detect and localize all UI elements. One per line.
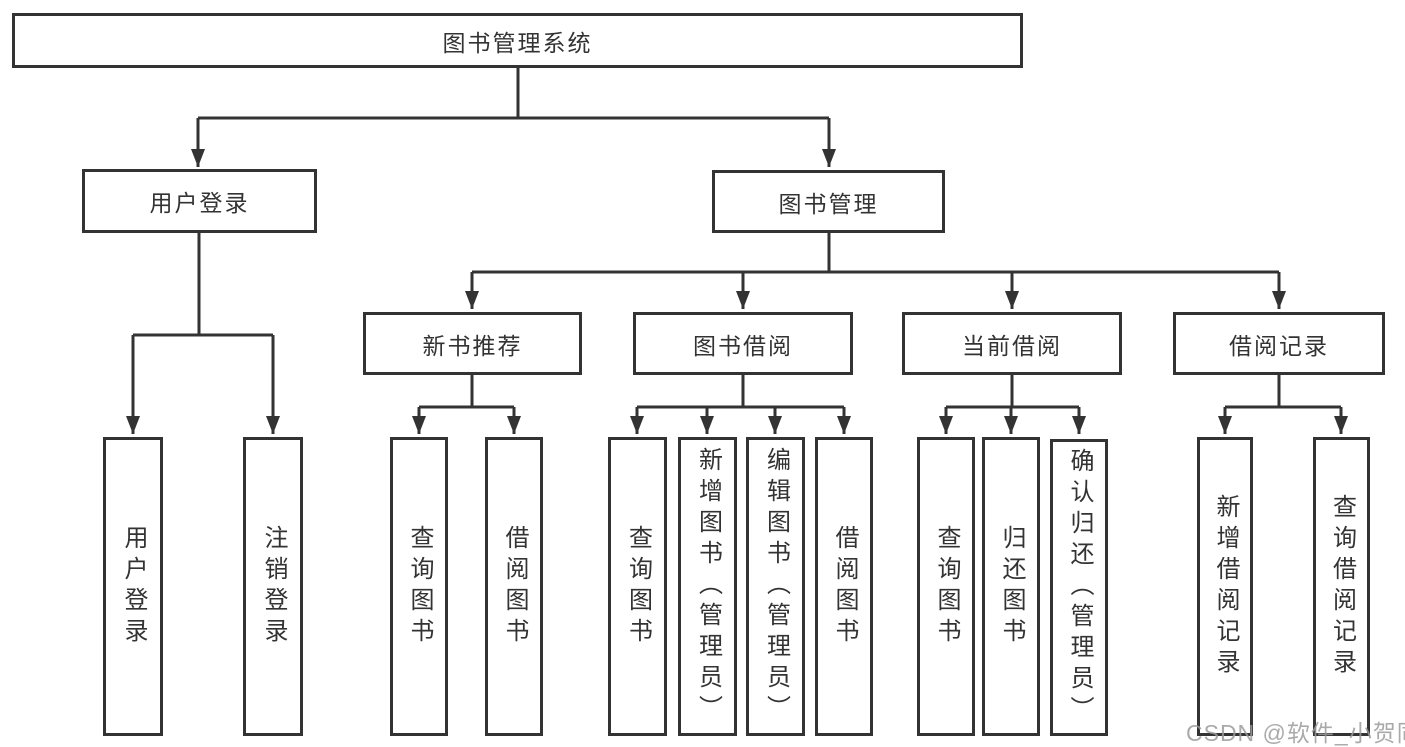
leaf-query-borrow-record-label: 查询借阅记录 <box>1328 493 1356 680</box>
node-borrow-records: 借阅记录 <box>1173 312 1385 375</box>
leaf-borrow-books-recommend-label: 借阅图书 <box>501 524 528 649</box>
node-root-system: 图书管理系统 <box>12 13 1023 68</box>
leaf-query-books-current-label: 查询图书 <box>933 524 960 649</box>
leaf-query-books-recommend-label: 查询图书 <box>406 524 433 649</box>
node-new-book-recommend: 新书推荐 <box>363 312 582 375</box>
node-book-management-label: 图书管理 <box>778 190 879 217</box>
leaf-borrow-books-recommend: 借阅图书 <box>485 437 543 736</box>
leaf-logout-login-label: 注销登录 <box>260 524 287 649</box>
leaf-logout-login: 注销登录 <box>243 437 303 736</box>
leaf-user-login-label: 用户登录 <box>120 524 147 649</box>
leaf-query-books-borrowing: 查询图书 <box>608 437 667 736</box>
node-borrow-records-label: 借阅记录 <box>1229 332 1329 359</box>
node-new-book-recommend-label: 新书推荐 <box>422 332 523 359</box>
node-book-management: 图书管理 <box>712 170 945 233</box>
leaf-borrow-books-borrowing-label: 借阅图书 <box>831 524 858 649</box>
leaf-edit-books-admin-label: 编辑图书（管理员） <box>762 447 790 726</box>
leaf-query-borrow-record: 查询借阅记录 <box>1313 437 1370 736</box>
leaf-query-books-recommend: 查询图书 <box>390 437 448 736</box>
node-root-label: 图书管理系统 <box>442 29 593 56</box>
leaf-query-books-current: 查询图书 <box>917 437 975 736</box>
leaf-confirm-return-admin: 确认归还（管理员） <box>1050 439 1108 736</box>
leaf-add-borrow-record-label: 新增借阅记录 <box>1212 493 1239 680</box>
node-current-borrowing: 当前借阅 <box>902 312 1122 375</box>
node-user-login-label: 用户登录 <box>149 190 250 216</box>
leaf-user-login: 用户登录 <box>103 437 163 736</box>
node-book-borrowing-label: 图书借阅 <box>693 332 793 359</box>
leaf-add-books-admin: 新增图书（管理员） <box>678 437 737 736</box>
leaf-return-books-label: 归还图书 <box>998 524 1025 649</box>
node-current-borrowing-label: 当前借阅 <box>962 332 1062 359</box>
csdn-watermark: CSDN @软件_小贺同学 <box>1186 720 1405 746</box>
leaf-add-borrow-record: 新增借阅记录 <box>1197 437 1253 736</box>
node-user-login: 用户登录 <box>82 169 317 233</box>
leaf-confirm-return-admin-label: 确认归还（管理员） <box>1066 448 1093 727</box>
node-book-borrowing: 图书借阅 <box>633 312 853 375</box>
leaf-query-books-borrowing-label: 查询图书 <box>624 524 652 649</box>
leaf-add-books-admin-label: 新增图书（管理员） <box>694 447 722 726</box>
leaf-borrow-books-borrowing: 借阅图书 <box>815 437 873 736</box>
leaf-return-books: 归还图书 <box>982 437 1040 736</box>
leaf-edit-books-admin: 编辑图书（管理员） <box>746 437 805 736</box>
